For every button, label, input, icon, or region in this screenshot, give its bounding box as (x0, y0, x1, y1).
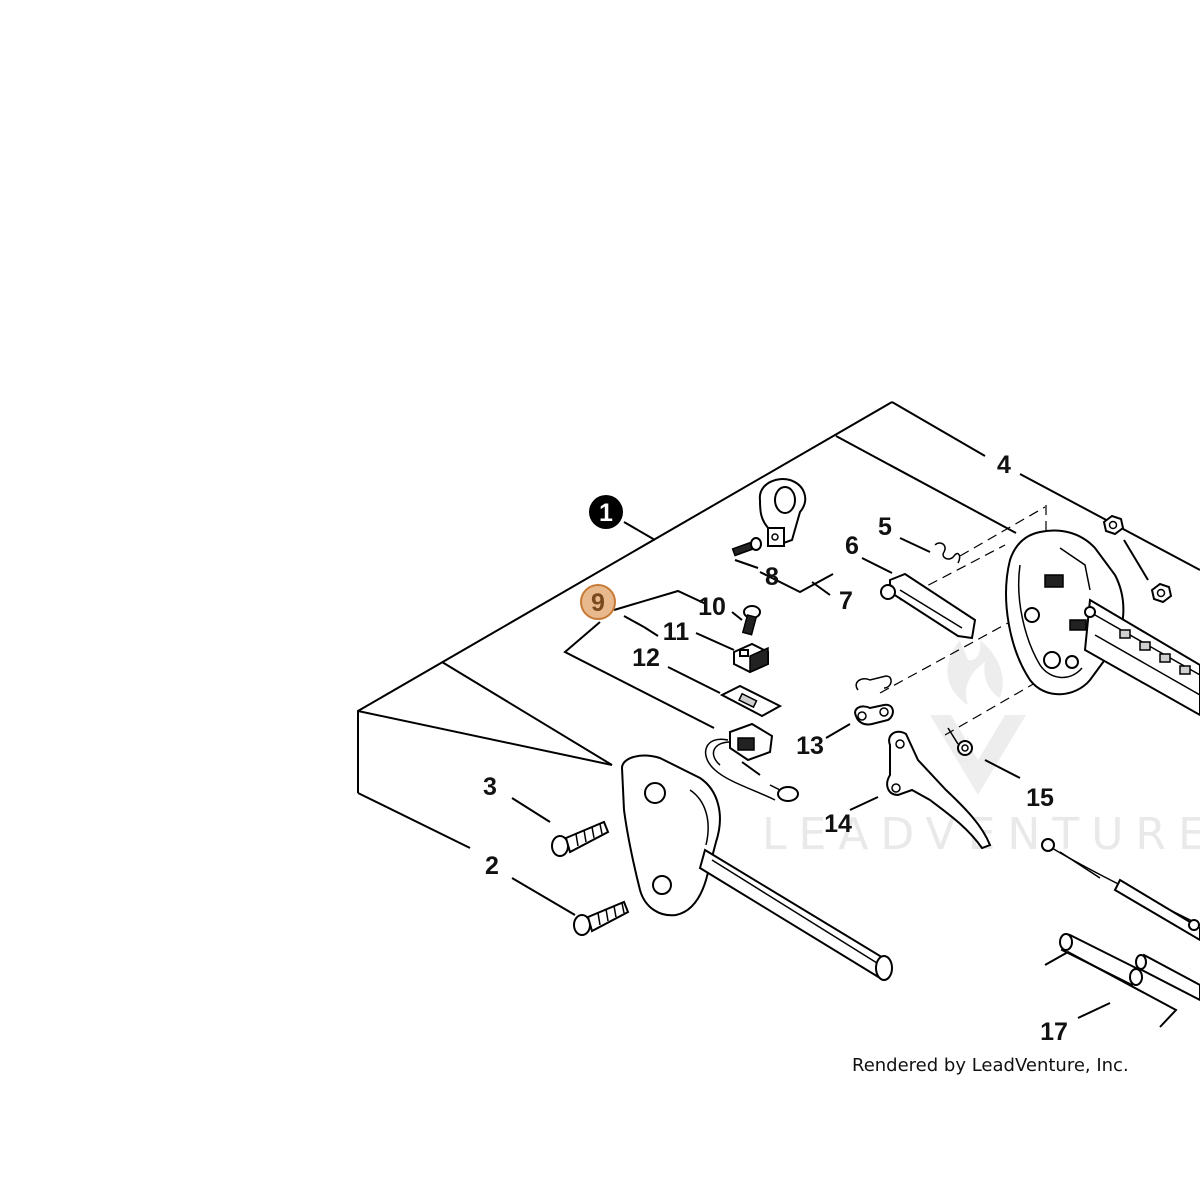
callout-10[interactable]: 10 (698, 593, 726, 621)
leader-11 (695, 632, 735, 651)
callout-17[interactable]: 17 (1040, 1018, 1068, 1046)
leader-10 (731, 611, 743, 621)
callout-5[interactable]: 5 (878, 513, 892, 541)
callout-15[interactable]: 15 (1026, 784, 1054, 812)
callout-6[interactable]: 6 (845, 532, 859, 560)
lock-lever (880, 572, 977, 640)
bracket-7-8 (759, 571, 834, 594)
callout-3[interactable]: 3 (483, 773, 497, 801)
leader-8 (734, 559, 759, 569)
callout-13[interactable]: 13 (796, 732, 824, 760)
leader-17 (1077, 1002, 1111, 1019)
leader-9b (643, 626, 659, 637)
clamp-part (758, 478, 807, 547)
leader-7 (811, 581, 831, 596)
callout-1-label: 1 (599, 499, 613, 527)
callout-14[interactable]: 14 (824, 810, 852, 838)
bracket-17 (1044, 950, 1178, 1028)
leader-9 (623, 615, 645, 628)
callout-1[interactable]: 1 (589, 495, 623, 529)
screw-3 (551, 820, 610, 857)
torsion-spring (947, 727, 973, 756)
pin-clip (854, 675, 894, 726)
clamp-screw (731, 537, 762, 557)
handle-housing (1005, 529, 1200, 717)
sleeve-parts (1059, 933, 1200, 1002)
leadventure-watermark-logo (930, 640, 1026, 795)
callout-11[interactable]: 11 (663, 618, 690, 646)
nut-leader (1123, 539, 1149, 581)
spring-part (934, 542, 961, 564)
small-screw (741, 605, 761, 636)
stop-switch-with-wire (704, 722, 799, 802)
leader-6 (861, 557, 893, 574)
bracket-9-upper (613, 589, 707, 611)
leader-14 (849, 796, 879, 811)
bracket-9-lower (563, 621, 715, 729)
credit-text: Rendered by LeadVenture, Inc. (852, 1055, 1129, 1076)
terminal-block (733, 642, 769, 674)
callout-4[interactable]: 4 (997, 451, 1011, 479)
leader-3 (511, 797, 551, 823)
leader-5 (899, 537, 931, 553)
screw-2 (573, 900, 630, 936)
callout-9-label: 9 (591, 589, 605, 617)
leader-12 (667, 666, 721, 694)
callout-2[interactable]: 2 (485, 852, 499, 880)
leader-13 (825, 723, 851, 739)
callout-9[interactable]: 9 (580, 584, 616, 620)
throttle-cable (1041, 838, 1200, 942)
handle-grip (620, 754, 893, 981)
hex-nut-lower (1150, 582, 1173, 604)
callout-12[interactable]: 12 (632, 644, 660, 672)
leader-15 (984, 759, 1021, 779)
switch-decal (719, 684, 783, 718)
callout-7[interactable]: 7 (839, 587, 853, 615)
hex-nut-upper (1102, 514, 1125, 536)
callout-8[interactable]: 8 (765, 563, 779, 591)
leader-1 (623, 521, 656, 541)
throttle-trigger (886, 730, 992, 850)
